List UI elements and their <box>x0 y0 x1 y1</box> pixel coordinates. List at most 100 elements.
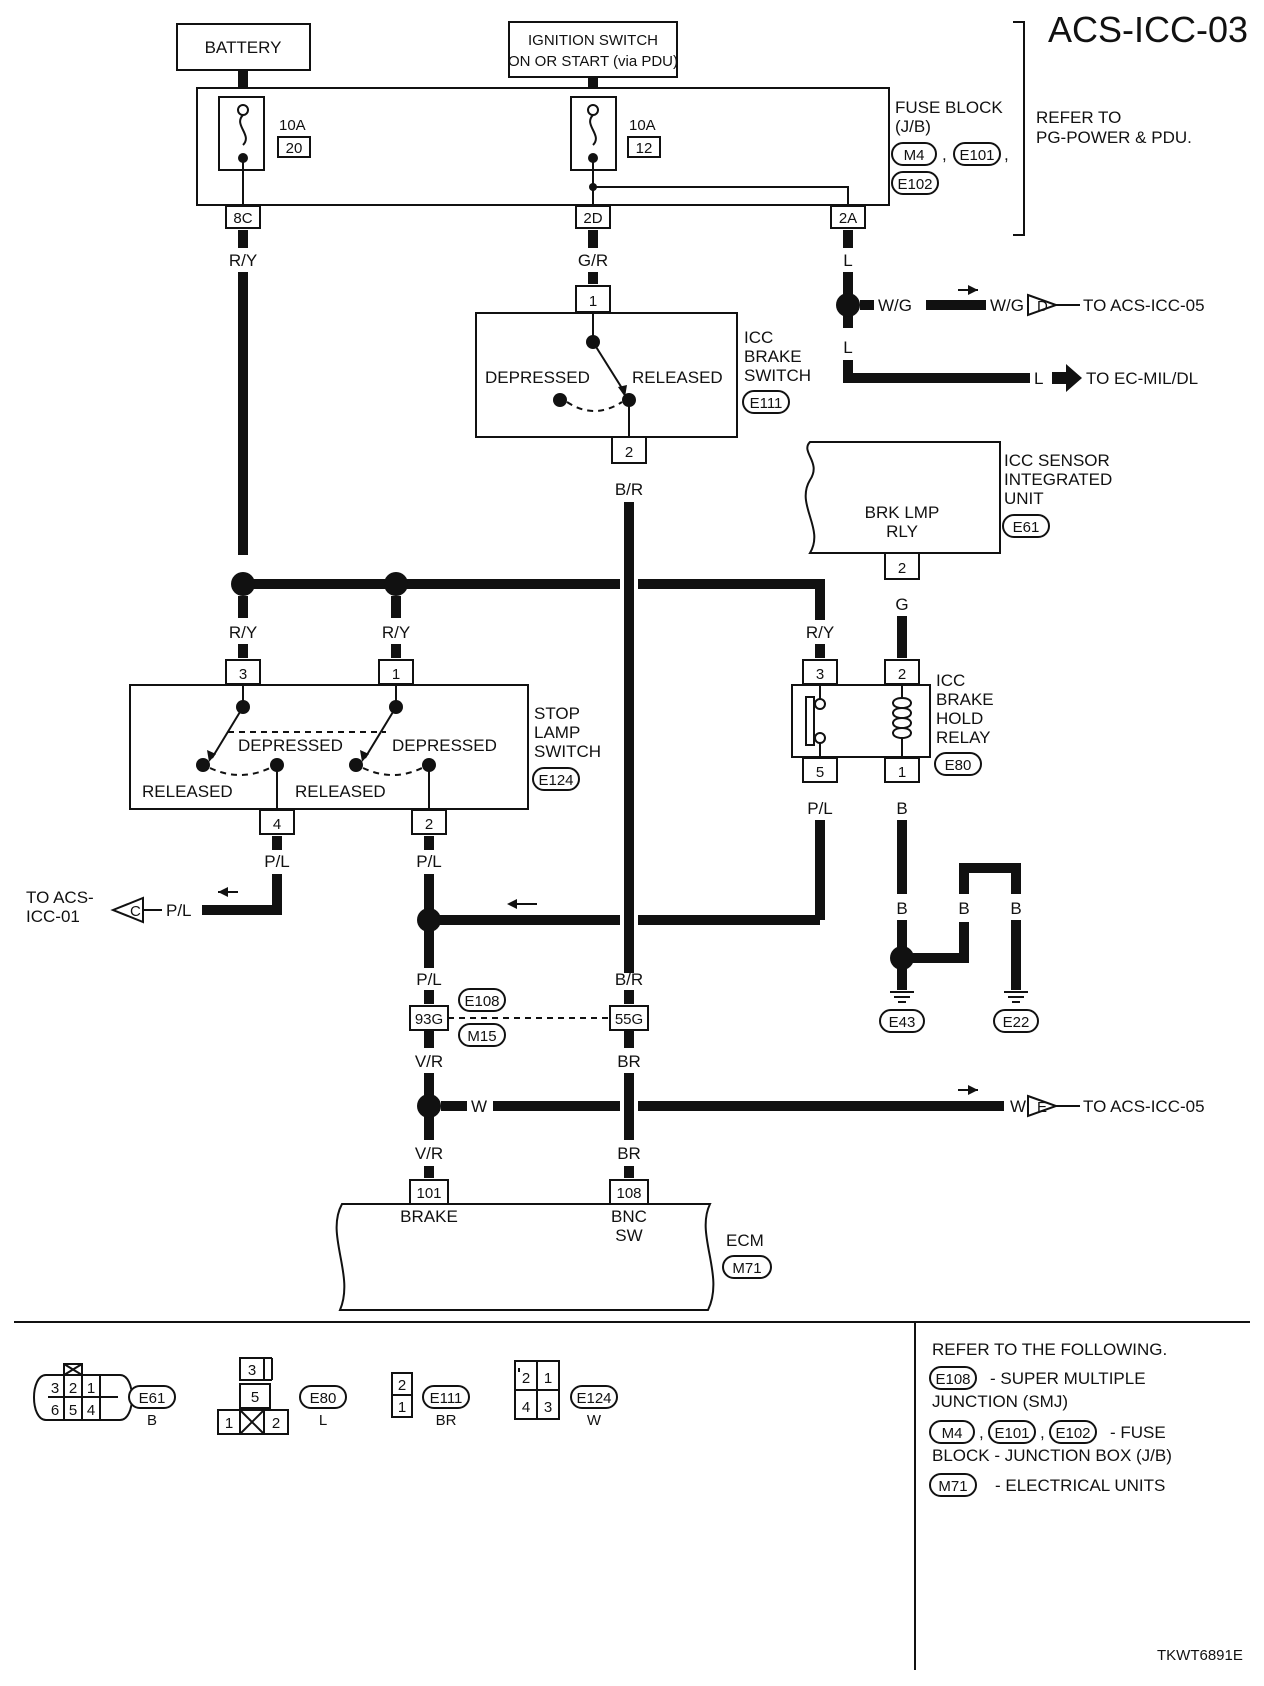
stop-pin4: 4 <box>273 816 281 833</box>
ecm-sw: SW <box>615 1226 642 1245</box>
to-acs-line2: ICC-01 <box>26 907 80 926</box>
refer-elec: - ELECTRICAL UNITS <box>995 1476 1165 1495</box>
wire-label-ry-1: R/Y <box>229 623 257 642</box>
wire-label-l-1: L <box>843 251 852 270</box>
wire-label-pl-3: P/L <box>416 852 442 871</box>
refer-heading: REFER TO THE FOLLOWING. <box>932 1340 1167 1359</box>
ecm-pin101: 101 <box>416 1185 441 1202</box>
refer-smj-1: - SUPER MULTIPLE <box>990 1369 1146 1388</box>
joint-e108: E108 <box>464 993 499 1010</box>
icc-sensor-pin: 2 <box>898 560 906 577</box>
wire-label-br-red-1: B/R <box>615 480 643 499</box>
svg-text:5: 5 <box>69 1402 77 1419</box>
svg-text:1: 1 <box>544 1370 552 1387</box>
icc-sensor-label-1: ICC SENSOR <box>1004 451 1110 470</box>
ignition-label-1: IGNITION SWITCH <box>528 32 658 49</box>
svg-text:B: B <box>147 1412 157 1429</box>
svg-text:,: , <box>1040 1423 1045 1442</box>
svg-text:,: , <box>979 1423 984 1442</box>
ground-e22: E22 <box>1003 1014 1030 1031</box>
ecm-bnc: BNC <box>611 1207 647 1226</box>
svg-text:,: , <box>1004 145 1009 164</box>
icc-switch-code: E111 <box>750 395 783 412</box>
svg-text:1: 1 <box>225 1415 233 1432</box>
ignition-switch-box <box>508 21 678 78</box>
svg-text:E61: E61 <box>139 1390 166 1407</box>
svg-text:L: L <box>319 1412 327 1429</box>
stop-pin2: 2 <box>425 816 433 833</box>
svg-text:4: 4 <box>87 1402 95 1419</box>
stop-label-3: SWITCH <box>534 742 601 761</box>
terminal-93g: 93G <box>415 1011 443 1028</box>
fuse-code-e101: E101 <box>959 147 994 164</box>
icc-switch-label-3: SWITCH <box>744 366 811 385</box>
connector-d-flag <box>1027 293 1059 317</box>
refer-fuse-1: - FUSE <box>1110 1423 1166 1442</box>
icc-switch-released: RELEASED <box>632 368 723 387</box>
icc-switch-pin1: 1 <box>589 293 597 310</box>
wire-label-pl-2: P/L <box>166 901 192 920</box>
ecm-pin108: 108 <box>616 1185 641 1202</box>
svg-text:4: 4 <box>522 1399 530 1416</box>
ecm-label: ECM <box>726 1231 764 1250</box>
svg-text:6: 6 <box>51 1402 59 1419</box>
wire-label-b-3: B <box>958 899 969 918</box>
svg-text:2: 2 <box>522 1370 530 1387</box>
relay-label-4: RELAY <box>936 728 991 747</box>
relay-pin2: 2 <box>898 666 906 683</box>
fuse2-amp: 10A <box>629 117 656 134</box>
wire-label-ry-3: R/Y <box>806 623 834 642</box>
connector-e: E <box>1037 1099 1047 1116</box>
refer-m71: M71 <box>938 1478 967 1495</box>
refer-fuse-2: BLOCK - JUNCTION BOX (J/B) <box>932 1446 1172 1465</box>
relay-label-1: ICC <box>936 671 965 690</box>
connector-d: D <box>1037 298 1048 315</box>
svg-text:3: 3 <box>544 1399 552 1416</box>
ignition-label-2: ON OR START (via PDU) <box>508 53 678 70</box>
terminal-2a: 2A <box>839 210 857 227</box>
fuse2-no: 12 <box>636 140 653 157</box>
svg-text:5: 5 <box>251 1389 259 1406</box>
fuse1-no: 20 <box>286 140 303 157</box>
wire-label-ry-top: R/Y <box>229 251 257 270</box>
joint-m15: M15 <box>467 1028 496 1045</box>
wire-label-g: G <box>895 595 908 614</box>
wire-label-pl-5: P/L <box>416 970 442 989</box>
wire-label-pl-4: P/L <box>807 799 833 818</box>
svg-text:1: 1 <box>398 1399 406 1416</box>
drawing-id: TKWT6891E <box>1157 1647 1243 1664</box>
svg-text:E80: E80 <box>310 1390 337 1407</box>
wire-label-brown-1: BR <box>617 1052 641 1071</box>
refer-m4: M4 <box>942 1425 963 1442</box>
refer-pg-1: REFER TO <box>1036 108 1121 127</box>
refer-e108: E108 <box>935 1371 970 1388</box>
refer-smj-2: JUNCTION (SMJ) <box>932 1392 1068 1411</box>
icc-sensor-inner-2: RLY <box>886 522 918 541</box>
to-acs-icc-05-a: TO ACS-ICC-05 <box>1083 296 1205 315</box>
fuse-block-label-1: FUSE BLOCK <box>895 98 1003 117</box>
icc-sensor-code: E61 <box>1013 519 1040 536</box>
wire-label-b-4: B <box>1010 899 1021 918</box>
wire-label-brown-2: BR <box>617 1144 641 1163</box>
wire-label-w-2: W <box>1010 1097 1026 1116</box>
stop-depressed-1: DEPRESSED <box>238 736 343 755</box>
terminal-55g: 55G <box>615 1011 643 1028</box>
stop-label-2: LAMP <box>534 723 580 742</box>
terminal-2d: 2D <box>583 210 602 227</box>
svg-text:,: , <box>942 145 947 164</box>
relay-label-3: HOLD <box>936 709 983 728</box>
svg-text:3: 3 <box>51 1380 59 1397</box>
legend-e124: 2 1 4 3 E124 W <box>514 1360 618 1429</box>
connector-c: C <box>130 903 141 920</box>
ground-e43: E43 <box>889 1014 916 1031</box>
wire-label-l-3: L <box>1034 369 1043 388</box>
ecm-unit <box>335 1203 715 1311</box>
legend-e111: 2 1 E111 BR <box>391 1372 470 1429</box>
wire-label-wg-2: W/G <box>990 296 1024 315</box>
wire-label-b-2: B <box>896 899 907 918</box>
legend-e61: 3 2 1 6 5 4 E61 B <box>33 1363 176 1429</box>
ecm-brake: BRAKE <box>400 1207 458 1226</box>
to-acs-icc-05-b: TO ACS-ICC-05 <box>1083 1097 1205 1116</box>
svg-text:W: W <box>587 1412 602 1429</box>
svg-text:3: 3 <box>248 1362 256 1379</box>
